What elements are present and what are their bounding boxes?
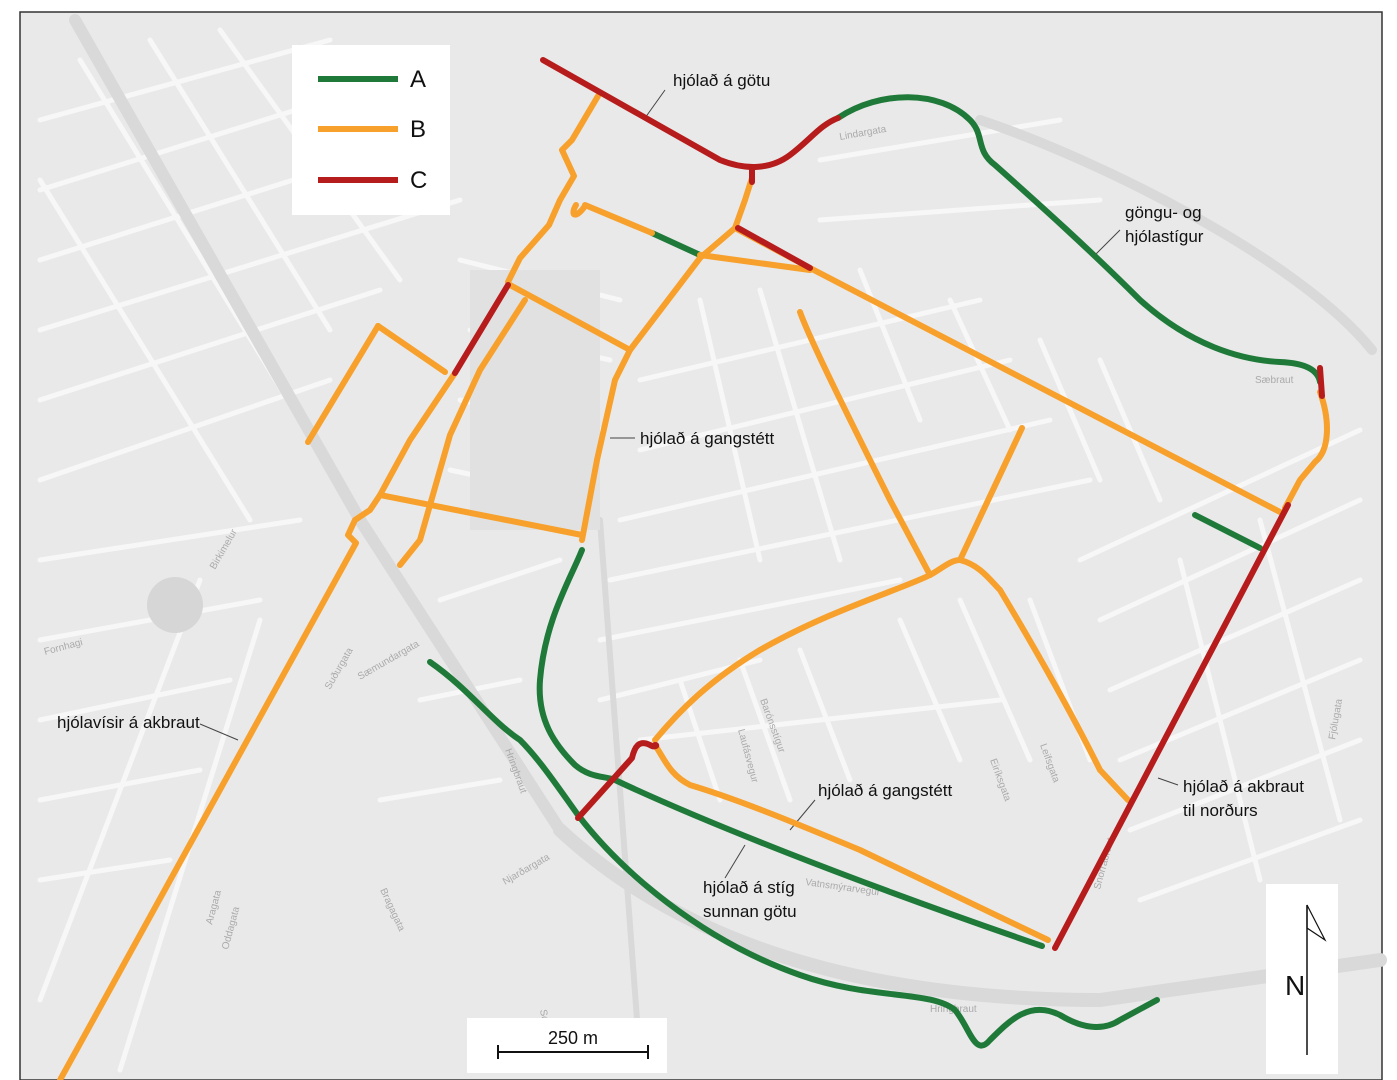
legend-label-b: B (410, 116, 426, 143)
scale-bar: 250 m (467, 1018, 667, 1073)
annotation-sidewalk-1: hjólað á gangstétt (640, 429, 774, 448)
north-box (1266, 884, 1338, 1074)
north-label: N (1285, 970, 1305, 1001)
annotation-north-road-1: hjólað á akbraut (1183, 777, 1304, 796)
roundabout-park (147, 577, 203, 633)
annotation-sidewalk-2: hjólað á gangstétt (818, 781, 952, 800)
legend: A B C (292, 45, 450, 215)
annotation-road: hjólað á götu (673, 71, 770, 90)
scale-label: 250 m (548, 1028, 598, 1048)
annotation-leaders (199, 89, 1179, 879)
street-label: Sæbraut (1255, 375, 1294, 386)
legend-label-a: A (410, 66, 426, 93)
annotation-south-path-1: hjólað á stíg (703, 878, 795, 897)
routes-class-a (427, 94, 1323, 1049)
annotation-north-road-2: til norðurs (1183, 801, 1258, 820)
annotation-lane: hjólavísir á akbraut (57, 713, 200, 732)
scale-box (467, 1018, 667, 1073)
annotation-path-line1: göngu- og (1125, 203, 1202, 222)
annotation-path-line2: hjólastígur (1125, 227, 1204, 246)
annotation-south-path-2: sunnan götu (703, 902, 797, 921)
north-arrow: N (1266, 884, 1338, 1074)
park-area (470, 270, 600, 530)
routes-class-c (452, 57, 1325, 951)
routes-class-b (57, 93, 1330, 1080)
legend-label-c: C (410, 167, 427, 194)
